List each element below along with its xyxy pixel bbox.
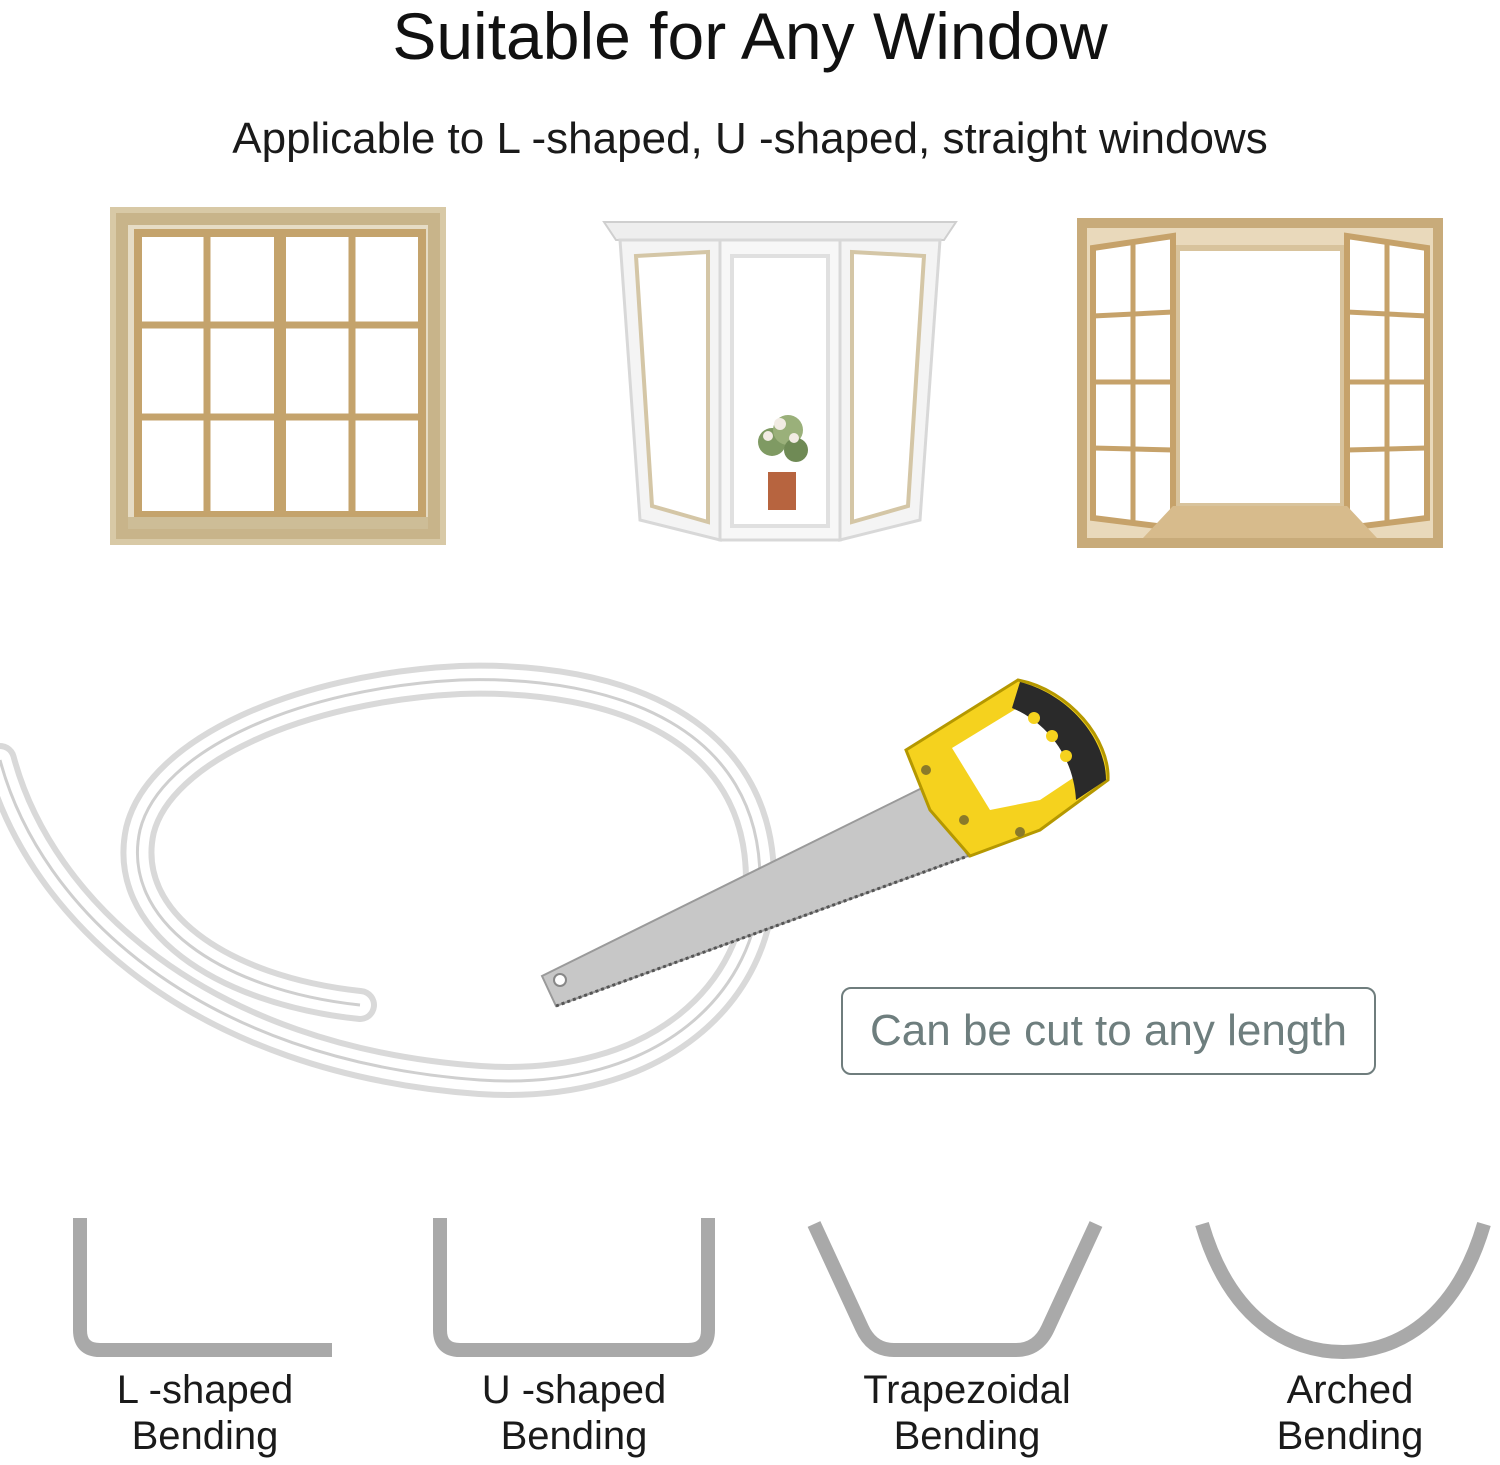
sliding-window-image <box>110 207 446 545</box>
trapezoid-shape-icon <box>807 1221 1103 1357</box>
flexible-strip <box>0 662 778 1098</box>
casement-window-image <box>1077 218 1443 548</box>
cut-length-text: Can be cut to any length <box>870 1006 1347 1055</box>
label-line1: L -shaped <box>116 1368 294 1412</box>
cut-length-callout: Can be cut to any length <box>841 987 1376 1075</box>
trapezoidal-bending-label: Trapezoidal Bending <box>802 1367 1132 1459</box>
arched-bending-label: Arched Bending <box>1200 1367 1500 1459</box>
label-line2: Bending <box>1276 1414 1424 1458</box>
page-subtitle: Applicable to L -shaped, U -shaped, stra… <box>232 114 1268 163</box>
bay-window-image <box>602 221 958 542</box>
strip-and-saw-image <box>0 662 1110 1098</box>
label-line1: Arched <box>1286 1368 1414 1412</box>
label-line1: U -shaped <box>481 1368 667 1412</box>
label-line2: Bending <box>131 1414 279 1458</box>
label-line2: Bending <box>500 1414 648 1458</box>
arch-shape-icon <box>1195 1222 1491 1360</box>
l-shape-icon <box>73 1218 332 1357</box>
page-title: Suitable for Any Window <box>392 0 1108 73</box>
label-line1: Trapezoidal <box>863 1368 1071 1412</box>
label-line2: Bending <box>893 1414 1041 1458</box>
u-shaped-bending-label: U -shaped Bending <box>428 1367 720 1459</box>
l-shaped-bending-label: L -shaped Bending <box>70 1367 340 1459</box>
u-shape-icon <box>433 1218 715 1357</box>
